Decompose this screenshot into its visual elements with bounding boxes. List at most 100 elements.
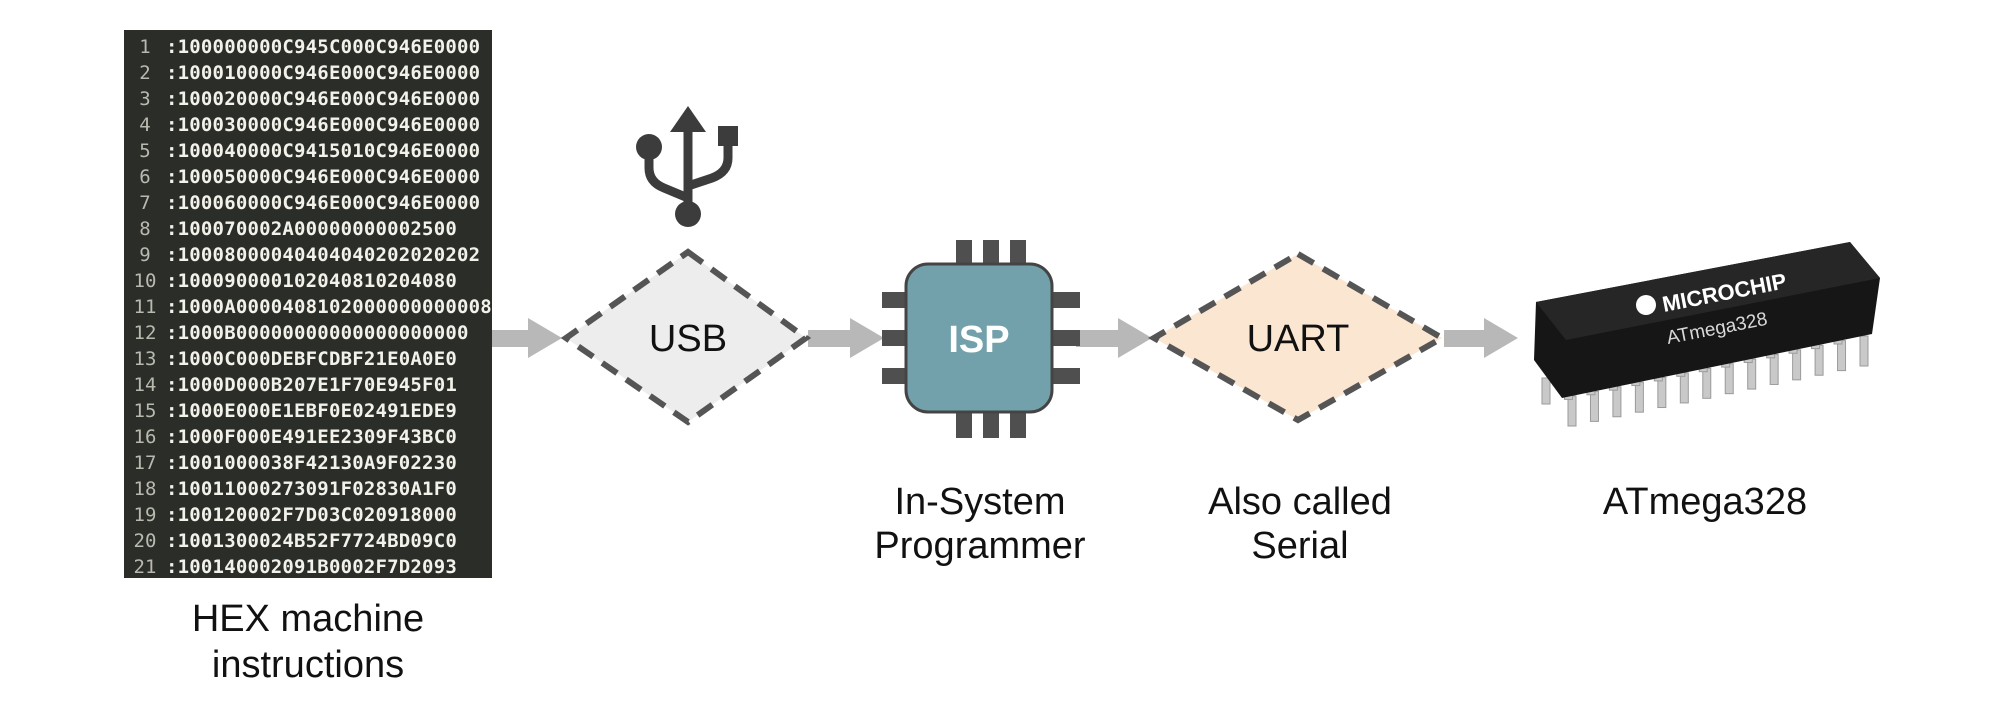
- hex-line-code: :1001300024B52F7724BD09C0: [166, 530, 457, 552]
- chip-pin: [1634, 381, 1644, 413]
- hex-line-number: 17: [133, 452, 157, 474]
- atmega328-caption: ATmega328: [1560, 480, 1850, 524]
- hex-line-code: :100030000C946E000C946E0000: [166, 114, 481, 136]
- hex-line-number: 8: [139, 218, 151, 240]
- hex-line-number: 18: [133, 478, 157, 500]
- hex-line-code: :1000F000E491EE2309F43BC0: [166, 426, 457, 448]
- hex-line-number: 19: [133, 504, 157, 526]
- hex-line: 9 :10008000040404040202020202: [124, 242, 492, 268]
- hex-caption: HEX machine instructions: [124, 596, 492, 688]
- chip-pin: [1567, 395, 1577, 427]
- hex-line-number: 9: [139, 244, 151, 266]
- isp-caption-line1: In-System: [894, 481, 1066, 523]
- arrow-hex-to-usb: [492, 318, 562, 358]
- hex-line: 15:1000E000E1EBF0E02491EDE9: [124, 398, 492, 424]
- hex-line-number: 14: [133, 374, 157, 396]
- hex-line: 2:100010000C946E000C946E0000: [124, 60, 492, 86]
- hex-line-number: 1: [139, 36, 151, 58]
- chip-pin: [1769, 353, 1779, 385]
- hex-line: 19 :100120002F7D03C020918000: [124, 502, 492, 528]
- hex-line-code: :100090000102040810204080: [166, 270, 457, 292]
- hex-line-number: 6: [139, 166, 151, 188]
- hex-line-number: 11: [133, 296, 157, 318]
- arrow-usb-to-isp: [808, 318, 884, 358]
- hex-line: 12 :1000B00000000000000000000: [124, 320, 492, 346]
- hex-line-number: 3: [139, 88, 151, 110]
- hex-line: 11 :1000A0000408102000000000008: [124, 294, 492, 320]
- hex-line-number: 13: [133, 348, 157, 370]
- hex-line-number: 4: [139, 114, 151, 136]
- hex-line-number: 16: [133, 426, 157, 448]
- isp-caption-line2: Programmer: [874, 525, 1086, 567]
- hex-line: 21 :100140002091B0002F7D2093: [124, 554, 492, 578]
- hex-line-code: :1001000038F42130A9F02230: [166, 452, 457, 474]
- chip-pin: [1589, 390, 1599, 422]
- chip-pin: [1679, 372, 1689, 404]
- atmega328-chip-image: MICROCHIP ATmega328: [1534, 242, 1880, 427]
- hex-line: 3 :100020000C946E000C946E0000: [124, 86, 492, 112]
- hex-line: 1 :100000000C945C000C946E0000: [124, 34, 492, 60]
- chip-pin: [1792, 349, 1802, 381]
- hex-line-code: :10008000040404040202020202: [166, 244, 481, 266]
- hex-line: 17 :1001000038F42130A9F02230: [124, 450, 492, 476]
- hex-line: 7 :100060000C946E000C946E0000: [124, 190, 492, 216]
- hex-line-number: 5: [139, 140, 151, 162]
- hex-line-code: :100010000C946E000C946E0000: [166, 62, 481, 84]
- hex-line-number: 12: [133, 322, 157, 344]
- arrow-isp-to-uart: [1076, 318, 1152, 358]
- hex-line-code: :10011000273091F02830A1F0: [166, 478, 457, 500]
- usb-icon: [626, 106, 746, 232]
- isp-label: ISP: [948, 319, 1009, 361]
- hex-line-code: :100070002A00000000002500: [166, 218, 457, 240]
- hex-line-code: :1000A0000408102000000000008: [166, 296, 492, 318]
- hex-line-code: :100000000C945C000C946E0000: [166, 36, 481, 58]
- chip-pin: [1541, 377, 1551, 405]
- arrow-uart-to-chip: [1444, 318, 1518, 358]
- chip-pin: [1859, 335, 1869, 367]
- chip-pin: [1657, 377, 1667, 409]
- hex-line-number: 7: [139, 192, 151, 214]
- chip-pin: [1724, 363, 1734, 395]
- hex-line-code: :1000E000E1EBF0E02491EDE9: [166, 400, 457, 422]
- usb-diamond: [560, 248, 812, 426]
- hex-line-code: :1000B00000000000000000000: [166, 322, 469, 344]
- hex-line-code: :1000C000DEBFCDBF21E0A0E0: [166, 348, 457, 370]
- hex-caption-line1: HEX machine: [191, 598, 425, 640]
- hex-line: 5 :100040000C9415010C946E0000: [124, 138, 492, 164]
- hex-line-code: :100040000C9415010C946E0000: [166, 140, 481, 162]
- chip-pin: [1814, 344, 1824, 376]
- hex-line-code: :100120002F7D03C020918000: [166, 504, 457, 526]
- hex-line-code: :100050000C946E000C946E0000: [166, 166, 481, 188]
- isp-chip-icon: [882, 240, 1080, 438]
- hex-line-code: :100020000C946E000C946E0000: [166, 88, 481, 110]
- hex-line: 18 :10011000273091F02830A1F0: [124, 476, 492, 502]
- hex-line: 10:100090000102040810204080: [124, 268, 492, 294]
- hex-line-code: :1000D000B207E1F70E945F01: [166, 374, 457, 396]
- hex-line: 6 :100050000C946E000C946E0000: [124, 164, 492, 190]
- chip-pin: [1612, 386, 1622, 418]
- hex-line-number: 21: [133, 556, 157, 578]
- usb-label: USB: [649, 318, 727, 360]
- isp-caption: In-System Programmer: [840, 480, 1120, 568]
- uart-caption: Also called Serial: [1160, 480, 1440, 568]
- chip-pin: [1837, 340, 1847, 372]
- hex-line-number: 20: [133, 530, 157, 552]
- uart-diamond: [1147, 250, 1449, 424]
- hex-line: 4 :100030000C946E000C946E0000: [124, 112, 492, 138]
- hex-caption-line2: instructions: [211, 644, 405, 686]
- hex-line: 16 :1000F000E491EE2309F43BC0: [124, 424, 492, 450]
- uart-caption-line1: Also called: [1208, 481, 1392, 523]
- chip-pin: [1702, 367, 1712, 399]
- chip-pin: [1747, 358, 1757, 390]
- uart-caption-line2: Serial: [1251, 525, 1349, 567]
- hex-line-code: :100060000C946E000C946E0000: [166, 192, 481, 214]
- hex-line: 13 :1000C000DEBFCDBF21E0A0E0: [124, 346, 492, 372]
- hex-line-code: :100140002091B0002F7D2093: [166, 556, 457, 578]
- hex-line: 14 :1000D000B207E1F70E945F01: [124, 372, 492, 398]
- hex-line: 20 :1001300024B52F7724BD09C0: [124, 528, 492, 554]
- hex-line: 8 :100070002A00000000002500: [124, 216, 492, 242]
- atmega328-caption-text: ATmega328: [1602, 481, 1808, 523]
- uart-label: UART: [1247, 318, 1350, 360]
